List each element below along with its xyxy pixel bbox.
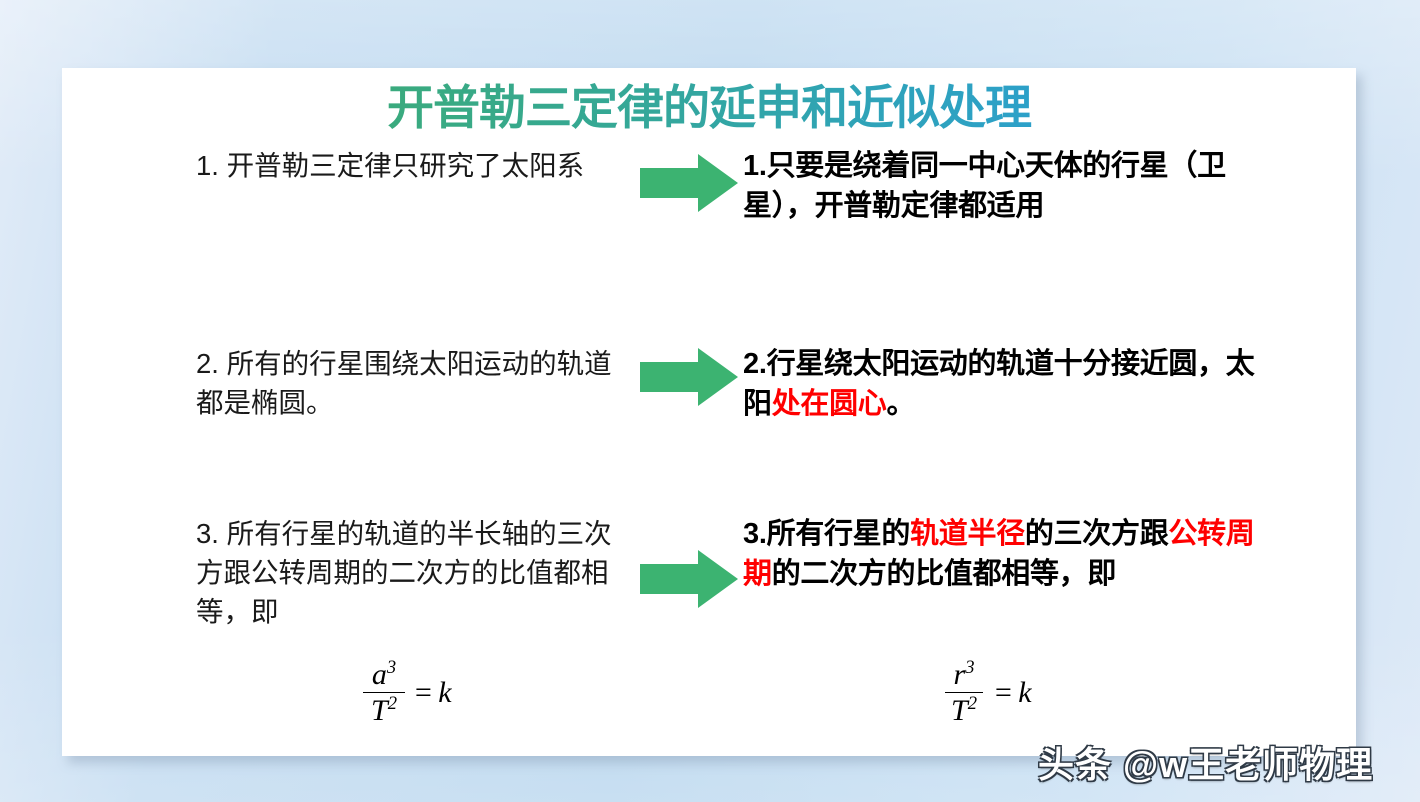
denominator-exponent: 2 [387,693,397,714]
right-arrow-icon [640,348,738,406]
extended-law-segment: 的三次方跟 [1024,518,1169,550]
denominator-base: T [371,694,388,727]
numerator-base: a [371,658,387,691]
extended-law-segment: 。 [886,388,916,421]
extended-law-segment: 的二次方的比值都相等，即 [771,558,1117,591]
extended-law-text-2: 2.行星绕太阳运动的轨道十分接近圆，太阳处在圆心。 [743,344,1283,424]
right-arrow-icon [640,550,738,608]
formula-result: k [438,675,452,709]
original-law-text-1: 1. 开普勒三定律只研究了太阳系 [196,150,585,181]
formula-orbital-radius: r3 T2 = k [942,657,1032,727]
denominator-base: T [951,694,968,727]
original-law-text-2: 2. 所有的行星围绕太阳运动的轨道都是椭圆。 [196,348,612,419]
numerator-exponent: 3 [965,657,975,678]
fraction-denominator: T2 [942,693,986,727]
extended-law-segment: 2.行星绕太阳运动的轨道十分接近圆，太阳 [743,348,1255,421]
watermark: 头条 @w王老师物理 [1038,744,1374,785]
denominator-exponent: 2 [967,693,977,714]
page-title: 开普勒三定律的延申和近似处理 [62,82,1356,134]
extended-law-text-1: 1.只要是绕着同一中心天体的行星（卫星），开普勒定律都适用 [743,146,1283,226]
extended-law-segment: 1.只要是绕着同一中心天体的行星（卫星），开普勒定律都适用 [743,150,1226,223]
fraction: r3 T2 [942,657,986,727]
fraction-numerator: a3 [362,657,406,693]
formula-result: k [1018,675,1032,709]
highlighted-term: 处在圆心 [771,388,887,421]
equals-sign: = [412,675,434,709]
extended-law-segment: 3.所有行星的 [743,518,911,550]
equals-sign: = [992,675,1014,709]
extended-law-text-3: 3.所有行星的轨道半径的三次方跟公转周期的二次方的比值都相等，即 [743,514,1283,594]
highlighted-term: 公转周期 [743,518,1255,591]
fraction-denominator: T2 [362,693,406,727]
numerator-exponent: 3 [386,657,397,678]
numerator-base: r [953,658,966,691]
right-arrow-icon [640,154,738,212]
slide-content-card: 开普勒三定律的延申和近似处理 1. 开普勒三定律只研究了太阳系 1.只要是绕着同… [62,68,1356,756]
fraction: a3 T2 [362,657,406,727]
fraction-numerator: r3 [944,657,984,693]
formula-semi-major-axis: a3 T2 = k [362,657,452,727]
highlighted-term: 轨道半径 [910,518,1025,550]
original-law-text-3: 3. 所有行星的轨道的半长轴的三次方跟公转周期的二次方的比值都相等，即 [196,518,612,628]
